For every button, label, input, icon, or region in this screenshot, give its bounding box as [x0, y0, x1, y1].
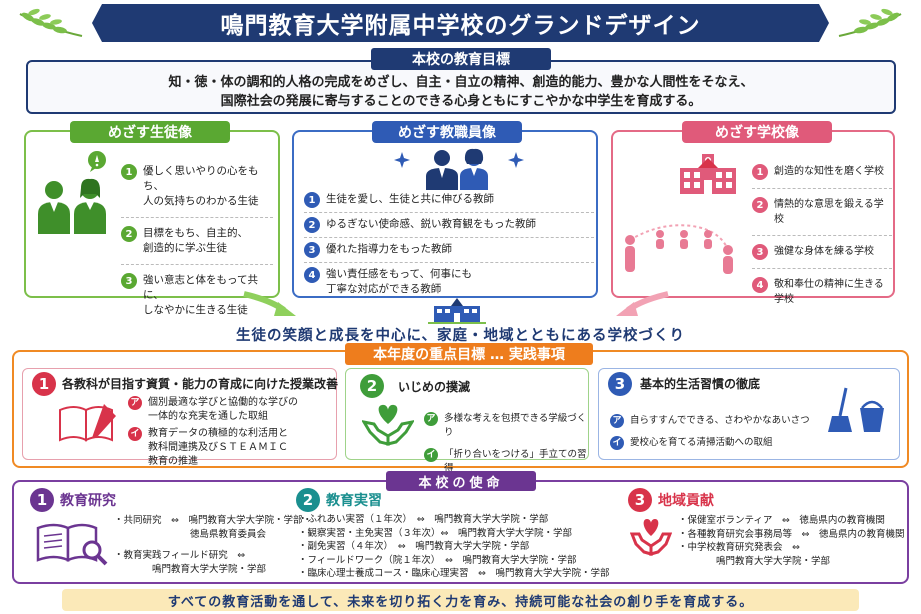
- student-item-1: 1 優しく思いやりの心をもち、人の気持ちのわかる生徒: [121, 164, 273, 209]
- staff-list: 1 生徒を愛し、生徒と共に伸びる教師 2 ゆるぎない使命感、鋭い教育観をもった教…: [304, 192, 594, 297]
- mission-col-2: 2 教育実習: [296, 488, 382, 512]
- book-pencil-icon: [59, 404, 116, 442]
- priority-subs-2: ア 多様な考えを包摂できる学級づくり イ 「折り合いをつける」手立ての習得: [424, 412, 589, 476]
- school-item-3: 3 強健な身体を練る学校: [752, 244, 892, 260]
- school-list: 1 創造的な知性を磨く学校 2 情熱的な意思を鍛える学校 3 強健な身体を練る学…: [752, 164, 892, 307]
- student-item-3: 3 強い意志と体をもって共に、しなやかに生きる生徒: [121, 273, 273, 318]
- school-item-2: 2 情熱的な意思を鍛える学校: [752, 197, 892, 227]
- pink-arrow-icon: [616, 291, 669, 316]
- priority-box-3: [598, 368, 900, 460]
- priority-2-sub-b: イ 「折り合いをつける」手立ての習得: [424, 448, 589, 476]
- right-laurel-icon: [838, 8, 902, 37]
- staff-item-1: 1 生徒を愛し、生徒と共に伸びる教師: [304, 192, 594, 208]
- staff-panel-label: めざす教職員像: [372, 121, 522, 143]
- small-school-icon: [428, 298, 486, 324]
- priority-title-1: 各教科が目指す資質・能力の育成に向けた授業改善: [62, 377, 339, 391]
- student-item-2: 2 目標をもち、自主的、創造的に学ぶ生徒: [121, 226, 273, 256]
- education-goal-text: 知・徳・体の調和的人格の完成をめざし、自主・自立の精神、創造的能力、豊かな人間性…: [40, 73, 882, 111]
- staff-item-3: 3 優れた指導力をもった教師: [304, 242, 594, 258]
- students-list: 1 優しく思いやりの心をもち、人の気持ちのわかる生徒 2 目標をもち、自主的、創…: [121, 164, 273, 318]
- school-building-slogan: 生徒の笑顔と成長を中心に、家庭・地域とともにある学校づくり: [235, 328, 686, 344]
- priority-goals-label: 本年度の重点目標 … 実践事項: [345, 343, 593, 365]
- priority-title-2: いじめの撲滅: [398, 380, 471, 394]
- priority-3-sub-b: イ 愛校心を育てる清掃活動への取組: [610, 436, 825, 450]
- mission-lines-1: ・共同研究 ⇔ 鳴門教育大学大学院・学部・ 徳島県教育委員会 ・教育実践フィール…: [114, 515, 312, 575]
- students-icon: [38, 178, 106, 234]
- school-item-1: 1 創造的な知性を磨く学校: [752, 164, 892, 180]
- priority-number-3: 3: [608, 372, 632, 396]
- priority-subs-3: ア 自らすすんでできる、さわやかなあいさつ イ 愛校心を育てる清掃活動への取組: [610, 414, 825, 450]
- book-magnifier-icon: [36, 523, 108, 566]
- mission-col-1: 1 教育研究: [30, 488, 116, 512]
- priority-number-2: 2: [360, 374, 384, 398]
- mission-lines-2: ・ふれあい実習（１年次） ⇔ 鳴門教育大学大学院・学部 ・観察実習・主免実習（３…: [298, 514, 610, 579]
- education-goal-line-2: 国際社会の発展に寄与することのできる心身ともにすこやかな中学生を育成する。: [220, 94, 702, 109]
- students-panel-label: めざす生徒像: [70, 121, 230, 143]
- priority-2-sub-a: ア 多様な考えを包摂できる学級づくり: [424, 412, 589, 440]
- priority-title-3: 基本的生活習慣の徹底: [640, 377, 761, 391]
- school-panel: [611, 130, 895, 298]
- school-item-4: 4 敬和奉仕の精神に生きる学校: [752, 277, 892, 307]
- school-panel-label: めざす学校像: [682, 121, 832, 143]
- mission-title-1: 教育研究: [60, 493, 116, 509]
- mission-col-3: 3 地域貢献: [628, 488, 714, 512]
- staff-item-4: 4 強い責任感をもって、何事にも丁寧な対応ができる教師: [304, 267, 594, 297]
- mission-title-2: 教育実習: [326, 493, 382, 509]
- school-building-icon: [680, 154, 736, 194]
- mission-label: 本校の使命: [386, 471, 536, 491]
- mission-title-3: 地域貢献: [658, 493, 714, 509]
- mission-lines-3: ・保健室ボランティア ⇔ 徳島県内の教育機関 ・各種教育研究会事務局等 ⇔ 徳島…: [678, 515, 905, 567]
- hands-heart-icon: [362, 404, 414, 446]
- education-goal-label: 本校の教育目標: [371, 48, 551, 70]
- broom-bucket-icon: [828, 387, 884, 432]
- green-arrow-icon: [243, 291, 296, 316]
- left-laurel-icon: [19, 8, 83, 37]
- priority-number-1: 1: [32, 372, 56, 396]
- speech-bubble-icon: [88, 151, 106, 172]
- footer-statement: すべての教育活動を通して、未来を切り拓く力を育み、持続可能な社会の創り手を育成す…: [62, 589, 859, 611]
- priority-1-sub-a: ア 個別最適な学びと協働的な学びの一体的な充実を通した取組: [128, 396, 333, 424]
- page-title: 鳴門教育大学附属中学校のグランドデザイン: [92, 4, 829, 42]
- staff-item-2: 2 ゆるぎない使命感、鋭い教育観をもった教師: [304, 217, 594, 233]
- people-circle-icon: [625, 224, 733, 274]
- priority-subs-1: ア 個別最適な学びと協働的な学びの一体的な充実を通した取組 イ 教育データの積極…: [128, 396, 333, 469]
- priority-3-sub-a: ア 自らすすんでできる、さわやかなあいさつ: [610, 414, 825, 428]
- heart-hands-icon: [630, 519, 672, 556]
- teachers-icon: [394, 148, 524, 190]
- education-goal-line-1: 知・徳・体の調和的人格の完成をめざし、自主・自立の精神、創造的能力、豊かな人間性…: [168, 75, 754, 90]
